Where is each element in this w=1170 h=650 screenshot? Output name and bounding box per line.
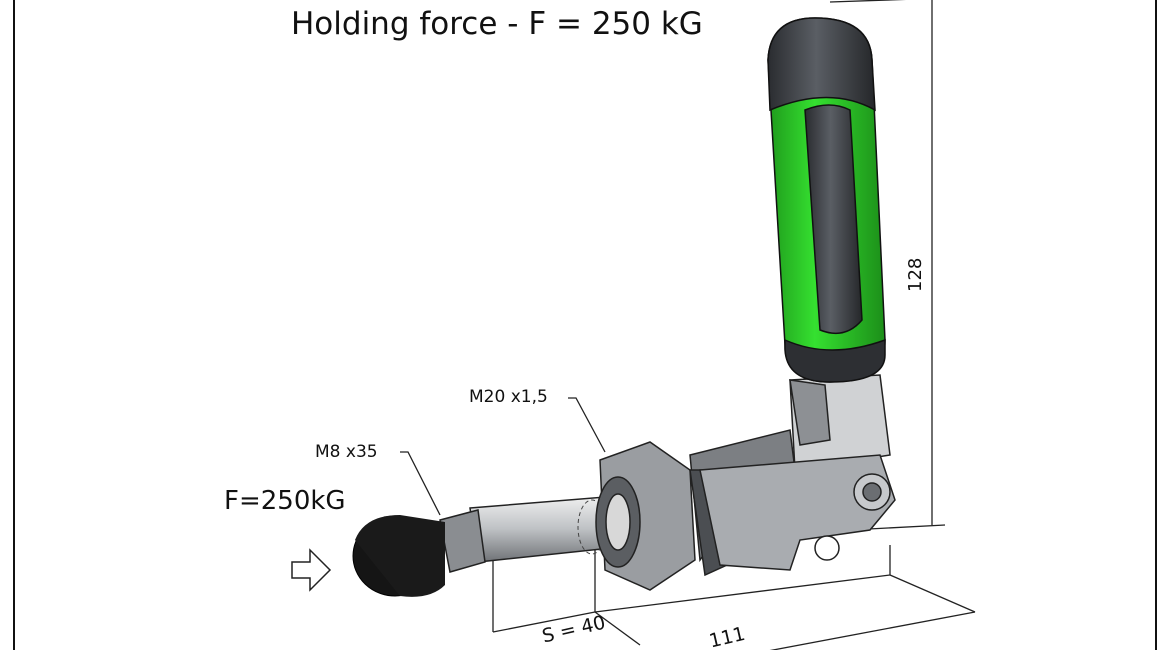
linkage xyxy=(699,374,896,571)
holding-force-title: Holding force - F = 250 kG xyxy=(291,6,703,42)
force-arrow-icon xyxy=(291,548,332,592)
sheet-border xyxy=(13,0,1157,650)
thread-small-label: M8 x35 xyxy=(315,442,378,462)
dimension-lines xyxy=(400,0,976,650)
handle-grip xyxy=(767,17,886,383)
thread-large-label: M20 x1,5 xyxy=(469,387,548,407)
height-dimension: 128 xyxy=(905,257,926,292)
force-label: F=250kG xyxy=(224,486,346,516)
